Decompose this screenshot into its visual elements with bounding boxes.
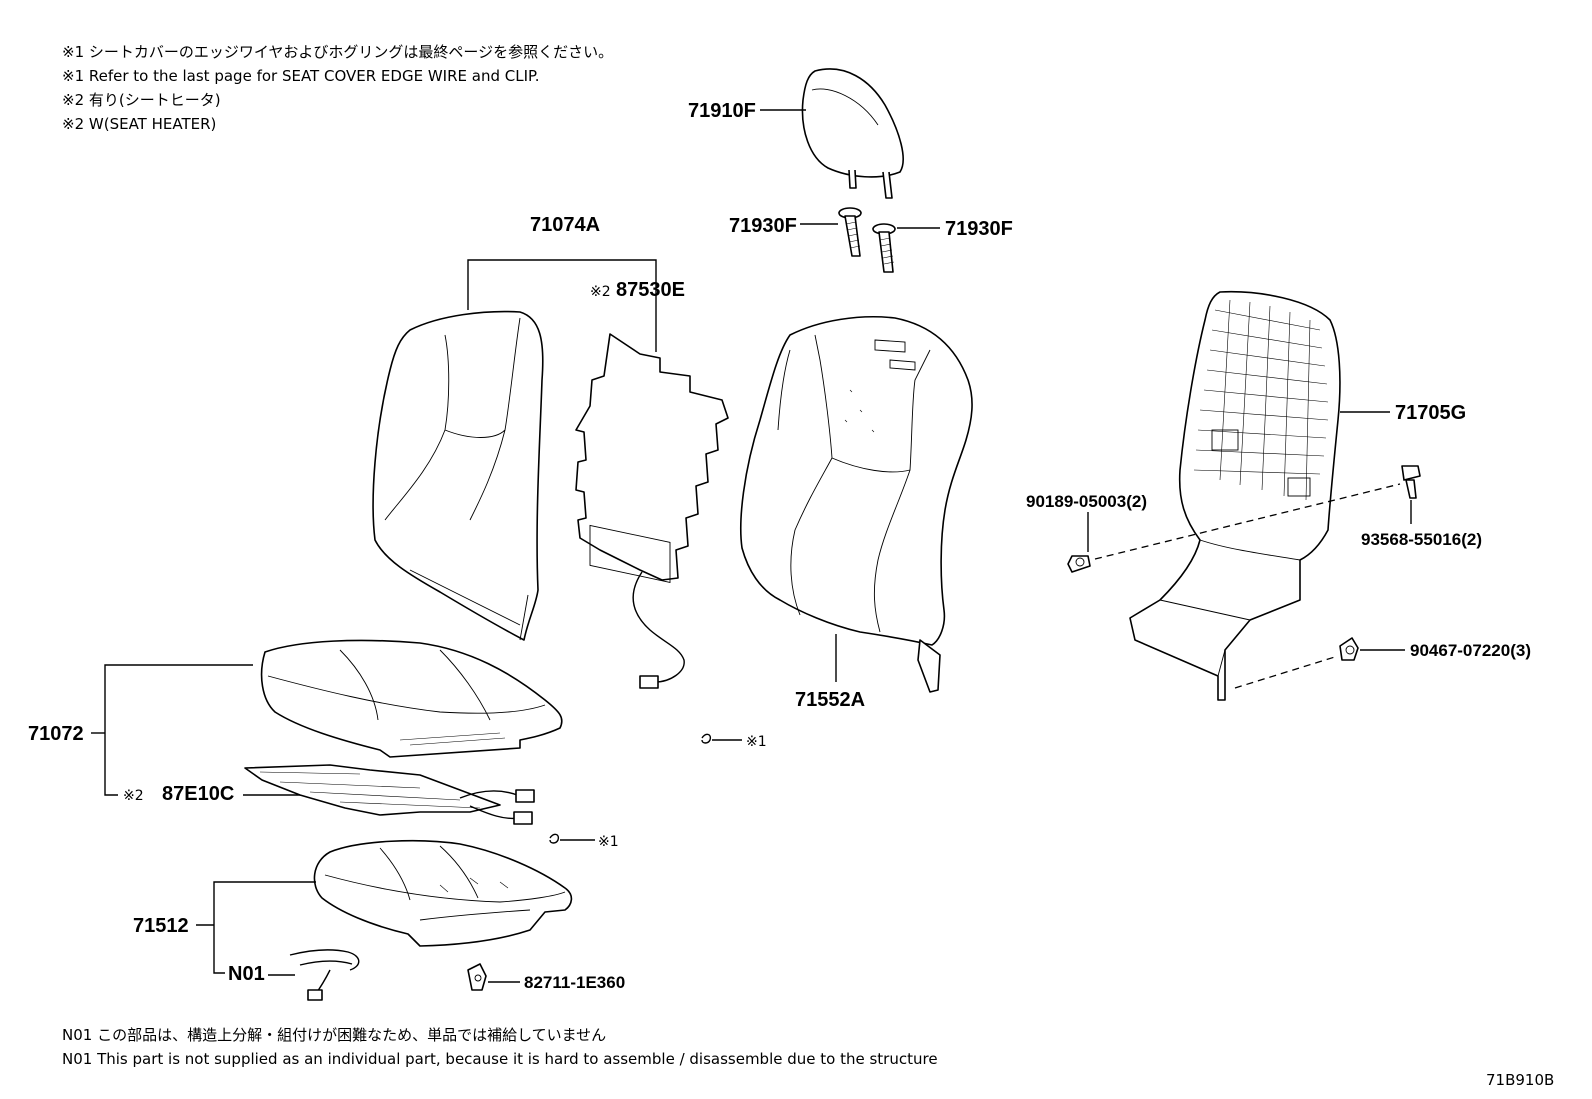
part-label-back-pad[interactable]: 71552A	[795, 689, 865, 711]
note-2-english: ※2 W(SEAT HEATER)	[62, 115, 216, 133]
clip-bottom-drawing	[1339, 637, 1359, 661]
part-label-back-heater[interactable]: 87530E	[616, 279, 685, 301]
screw-left-drawing	[1067, 555, 1091, 573]
back-pad-drawing	[740, 316, 973, 693]
part-label-cushion-heater[interactable]: 87E10C	[162, 783, 234, 805]
ref-mark-cushion-clip: ※1	[598, 834, 619, 850]
footer-note-english: N01 This part is not supplied as an indi…	[62, 1050, 938, 1068]
part-label-clip-bottom[interactable]: 90467-07220(3)	[1410, 641, 1531, 660]
footer-note-japanese: N01 この部品は、構造上分解・組付けが困難なため、単品では補給していません	[62, 1026, 606, 1044]
note-2-japanese: ※2 有り(シートヒータ)	[62, 91, 221, 109]
part-label-connector[interactable]: 82711-1E360	[524, 973, 625, 992]
connector-drawing	[467, 963, 487, 991]
part-label-cushion-group[interactable]: 71072	[28, 723, 84, 745]
back-cover-drawing	[372, 310, 544, 641]
part-label-screw-right[interactable]: 93568-55016(2)	[1361, 530, 1482, 549]
part-label-headrest[interactable]: 71910F	[688, 100, 756, 122]
part-label-guide-left[interactable]: 71930F	[729, 215, 797, 237]
cushion-heater-drawing	[244, 764, 535, 825]
part-label-back-board[interactable]: 71705G	[1395, 402, 1466, 424]
cushion-pad-drawing	[313, 839, 573, 947]
part-label-back-cover-group[interactable]: 71074A	[530, 214, 600, 236]
part-label-cushion-pad[interactable]: 71512	[133, 915, 189, 937]
note-1-english: ※1 Refer to the last page for SEAT COVER…	[62, 67, 539, 85]
part-label-screw-left[interactable]: 90189-05003(2)	[1026, 492, 1147, 511]
note-1-japanese: ※1 シートカバーのエッジワイヤおよびホグリングは最終ページを参照ください。	[62, 43, 613, 61]
headrest-guide-left-drawing	[838, 207, 862, 257]
headrest-guide-right-drawing	[872, 223, 896, 273]
diagram-id: 71B910B	[1486, 1071, 1554, 1089]
screw-right-drawing	[1401, 465, 1421, 499]
back-board-drawing	[1129, 290, 1341, 701]
ref-mark-back-clip: ※1	[746, 734, 767, 750]
part-label-n01[interactable]: N01	[228, 963, 265, 985]
back-heater-drawing	[575, 333, 729, 689]
heater-mark-cushion: ※2	[123, 788, 144, 804]
heater-mark-back: ※2	[590, 284, 611, 300]
n01-wiring-drawing	[268, 949, 360, 1001]
part-label-guide-right[interactable]: 71930F	[945, 218, 1013, 240]
cushion-cover-drawing	[260, 639, 563, 758]
headrest-drawing	[801, 68, 904, 199]
